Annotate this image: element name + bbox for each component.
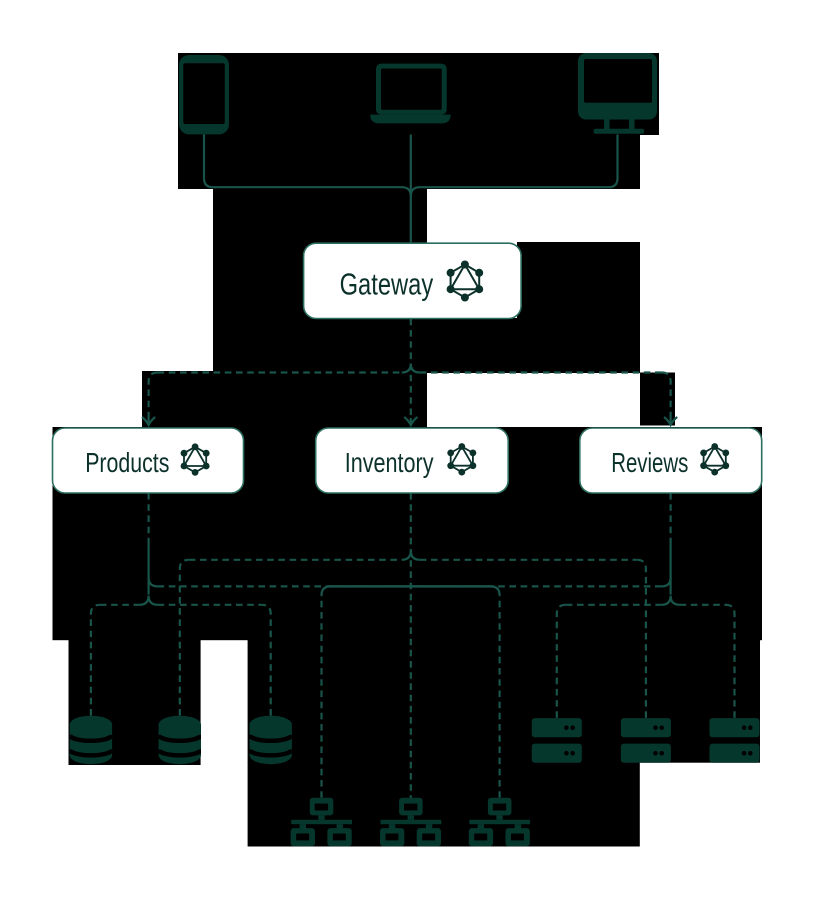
svg-text:Products: Products (85, 447, 169, 478)
svg-text:Reviews: Reviews (611, 447, 688, 478)
svg-text:Gateway: Gateway (340, 267, 434, 302)
svg-text:Inventory: Inventory (345, 447, 434, 478)
